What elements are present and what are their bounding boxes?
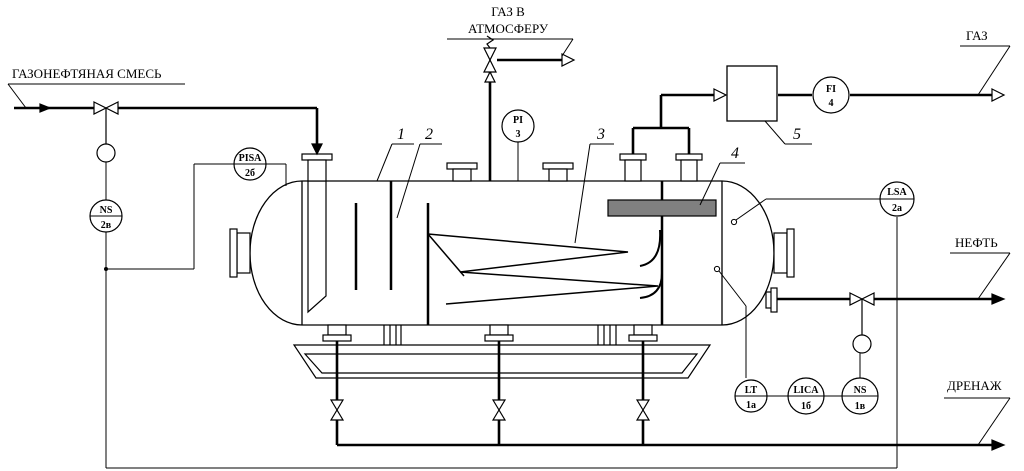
- left-end-flange: [229, 228, 251, 278]
- vessel-internals: [307, 181, 738, 325]
- oil-label: НЕФТЬ: [955, 235, 998, 250]
- lt-number: 1а: [746, 400, 756, 411]
- callout-5: 5: [793, 126, 801, 143]
- vent-label-line2: АТМОСФЕРУ: [468, 21, 549, 36]
- drain-label: ДРЕНАЖ: [947, 378, 1002, 393]
- oil-out-arrow-icon: [991, 293, 1006, 305]
- flow-arrows: [39, 53, 1006, 451]
- top-nozzles: [301, 153, 703, 182]
- ns-inlet-tag: NS: [100, 205, 113, 216]
- instrument-lt: LT 1а: [734, 379, 768, 413]
- pisa-number: 2б: [245, 168, 255, 179]
- separator-vessel: [249, 180, 775, 326]
- instrument-lsa: LSA 2а: [879, 181, 915, 217]
- meter-in-arrow-icon: [713, 88, 728, 102]
- callout-4: 4: [731, 145, 739, 162]
- instrument-ns-oil: NS 1в: [841, 377, 879, 415]
- bottom-nozzles: [322, 287, 778, 342]
- instrument-pisa: PISA 2б: [233, 147, 267, 181]
- fi-number: 4: [829, 98, 834, 109]
- up-arrow-icon: [484, 70, 496, 83]
- inlet-label: ГАЗОНЕФТЯНАЯ СМЕСЬ: [12, 66, 162, 81]
- drain-valve-3-icon: [635, 399, 651, 421]
- instrument-fi: FI 4: [812, 76, 850, 114]
- saddle-supports: [292, 325, 712, 379]
- inlet-control-valve-icon: [93, 101, 119, 163]
- process-piping: [14, 58, 994, 447]
- signal-junction: [104, 267, 108, 271]
- drain-out-arrow-icon: [991, 439, 1006, 451]
- lsa-tag: LSA: [887, 187, 907, 198]
- pi-number: 3: [516, 129, 521, 140]
- pi-tag: PI: [513, 115, 523, 126]
- instrument-lica: LICA 1б: [787, 377, 825, 415]
- instrument-ns-inlet: NS 2в: [89, 199, 123, 233]
- ns-inlet-number: 2в: [101, 220, 112, 231]
- oil-control-valve-icon: [849, 292, 875, 354]
- flow-meter-box: [726, 65, 778, 122]
- signal-lines: [7, 38, 1011, 469]
- inlet-arrow-icon: [39, 103, 52, 113]
- inlet-diffuser: [307, 181, 327, 314]
- vent-label-line1: ГАЗ В: [491, 4, 525, 19]
- lt-tag: LT: [745, 385, 758, 396]
- gas-out-arrow-icon: [991, 88, 1006, 102]
- right-end-flange: [773, 228, 795, 278]
- ns-oil-number: 1в: [855, 401, 866, 412]
- drain-valve-2-icon: [491, 399, 507, 421]
- safety-valve-icon: [483, 35, 497, 73]
- gas-label: ГАЗ: [966, 28, 988, 43]
- lica-number: 1б: [801, 401, 811, 412]
- callout-1: 1: [397, 126, 405, 143]
- pisa-tag: PISA: [239, 153, 263, 164]
- drain-valve-1-icon: [329, 399, 345, 421]
- ns-oil-tag: NS: [854, 385, 867, 396]
- lica-tag: LICA: [793, 385, 819, 396]
- callout-3: 3: [596, 126, 605, 143]
- valves: [93, 35, 875, 421]
- down-arrow-icon: [311, 143, 323, 156]
- lsa-number: 2а: [892, 203, 902, 214]
- callout-2: 2: [425, 126, 433, 143]
- vent-arrow-icon: [561, 53, 576, 67]
- fi-tag: FI: [826, 84, 836, 95]
- coalescing-element: [607, 199, 717, 217]
- instrument-pi: PI 3: [501, 109, 535, 143]
